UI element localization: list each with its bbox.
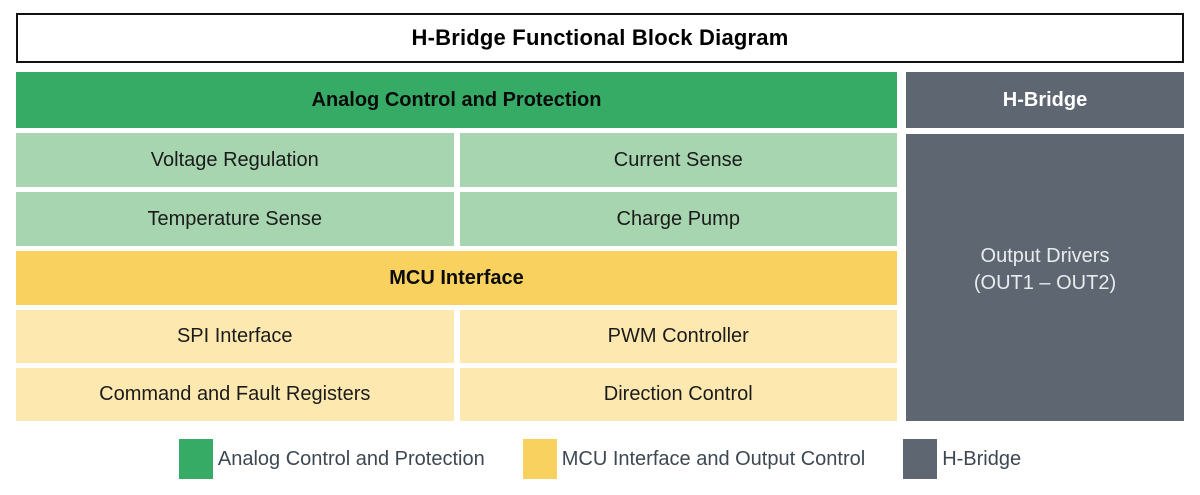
mcu-section-title: MCU Interface bbox=[389, 266, 524, 289]
cell-direction-control-label: Direction Control bbox=[603, 383, 753, 405]
cell-voltage-regulation-label: Voltage Regulation bbox=[150, 148, 319, 171]
legend-item-mcu: MCU Interface and Output Control bbox=[522, 439, 866, 479]
cell-current-sense-label: Current Sense bbox=[613, 148, 743, 171]
diagram-title-bar: H-Bridge Functional Block Diagram bbox=[16, 13, 1184, 63]
analog-cell-grid: Voltage Regulation Current Sense Tempera… bbox=[16, 133, 897, 246]
diagram-title: H-Bridge Functional Block Diagram bbox=[411, 25, 789, 50]
output-drivers-line2: (OUT1 – OUT2) bbox=[973, 271, 1117, 294]
control-sections-column: Analog Control and Protection Voltage Re… bbox=[16, 72, 897, 421]
output-drivers-line1: Output Drivers bbox=[980, 244, 1110, 267]
cell-charge-pump-label: Charge Pump bbox=[616, 207, 740, 230]
legend-swatch-mcu bbox=[522, 439, 557, 479]
cell-current-sense: Current Sense bbox=[459, 133, 897, 187]
hbridge-column: H-Bridge Output Drivers (OUT1 – OUT2) bbox=[906, 72, 1184, 421]
output-drivers-block: Output Drivers (OUT1 – OUT2) bbox=[906, 134, 1184, 421]
cell-direction-control: Direction Control bbox=[459, 368, 897, 421]
analog-section-header: Analog Control and Protection bbox=[16, 72, 897, 128]
cell-command-fault-registers: Command and Fault Registers bbox=[16, 368, 454, 421]
cell-spi-interface: SPI Interface bbox=[16, 310, 454, 363]
mcu-cell-grid: SPI Interface PWM Controller Command and… bbox=[16, 310, 897, 421]
legend-swatch-hbridge bbox=[903, 439, 938, 479]
mcu-section-header: MCU Interface bbox=[16, 251, 897, 305]
legend-item-analog: Analog Control and Protection bbox=[178, 439, 485, 479]
legend: Analog Control and Protection MCU Interf… bbox=[0, 438, 1200, 480]
analog-section-title: Analog Control and Protection bbox=[311, 88, 602, 111]
cell-voltage-regulation: Voltage Regulation bbox=[16, 133, 454, 187]
legend-label-hbridge: H-Bridge bbox=[942, 447, 1022, 470]
legend-swatch-analog bbox=[178, 439, 213, 479]
cell-charge-pump: Charge Pump bbox=[459, 192, 897, 246]
legend-item-hbridge: H-Bridge bbox=[903, 439, 1021, 479]
diagram-body: Analog Control and Protection Voltage Re… bbox=[16, 72, 1184, 421]
hbridge-section-title: H-Bridge bbox=[1002, 88, 1088, 111]
cell-pwm-controller: PWM Controller bbox=[459, 310, 897, 363]
hbridge-section-header: H-Bridge bbox=[906, 72, 1184, 128]
legend-label-analog: Analog Control and Protection bbox=[217, 447, 485, 470]
cell-temperature-sense: Temperature Sense bbox=[16, 192, 454, 246]
cell-command-fault-registers-label: Command and Fault Registers bbox=[99, 383, 371, 405]
cell-temperature-sense-label: Temperature Sense bbox=[147, 207, 323, 230]
cell-spi-interface-label: SPI Interface bbox=[176, 325, 293, 347]
legend-label-mcu: MCU Interface and Output Control bbox=[561, 447, 866, 470]
cell-pwm-controller-label: PWM Controller bbox=[607, 325, 749, 347]
